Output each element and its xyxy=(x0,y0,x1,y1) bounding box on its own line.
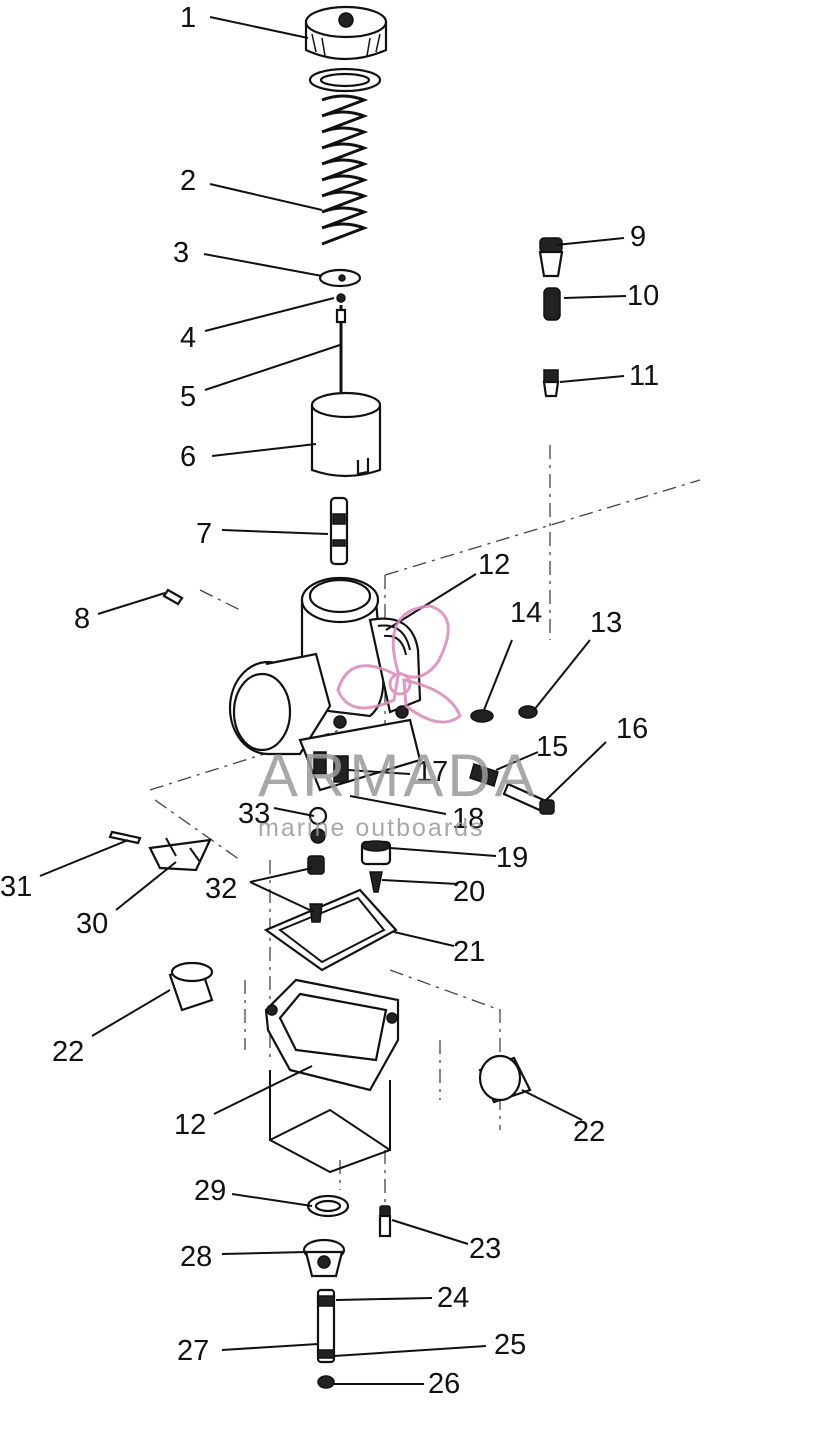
part-screw-23 xyxy=(378,1205,392,1238)
part-needle-jet xyxy=(329,496,349,566)
callout-8: 8 xyxy=(74,603,90,635)
part-carburetor-body xyxy=(228,576,422,844)
watermark-tagline: marine outboards xyxy=(258,814,485,842)
callout-32: 32 xyxy=(205,873,237,905)
part-pin xyxy=(162,588,184,606)
part-spring xyxy=(321,94,369,246)
part-plate xyxy=(318,268,362,288)
part-spring-15 xyxy=(469,763,499,787)
part-screw-13 xyxy=(518,705,538,719)
part-ring xyxy=(308,67,382,93)
callout-5: 5 xyxy=(180,381,196,413)
part-needle-valve-20 xyxy=(369,871,383,893)
callout-11: 11 xyxy=(629,360,659,392)
part-main-jet-24-25-27 xyxy=(316,1288,336,1364)
callout-9: 9 xyxy=(630,221,646,253)
callout-6: 6 xyxy=(180,441,196,473)
callout-labels: 1 2 3 4 5 6 7 8 9 10 11 12 13 14 15 16 1… xyxy=(0,2,659,1400)
watermark-propeller-logo xyxy=(336,604,462,724)
part-pin-31 xyxy=(108,830,142,845)
watermark: ARMADA marine outboards xyxy=(258,604,539,842)
part-spring-10 xyxy=(543,287,561,321)
part-cap xyxy=(304,5,388,61)
callout-31: 31 xyxy=(0,871,32,903)
callout-25: 25 xyxy=(494,1329,526,1361)
callout-24: 24 xyxy=(437,1282,469,1314)
part-jet-cap-26 xyxy=(317,1375,335,1389)
part-washer-14 xyxy=(470,709,494,723)
callout-2: 2 xyxy=(180,165,196,197)
callout-leader-lines xyxy=(39,16,627,1385)
callout-12-top: 12 xyxy=(478,549,510,581)
callout-33: 33 xyxy=(238,798,270,830)
callout-16: 16 xyxy=(616,713,648,745)
part-jet-32 xyxy=(307,855,325,923)
callout-12-bottom: 12 xyxy=(174,1109,206,1141)
callout-28: 28 xyxy=(180,1241,212,1273)
callout-13: 13 xyxy=(590,607,622,639)
callout-21: 21 xyxy=(453,936,485,968)
callout-20: 20 xyxy=(453,876,485,908)
callout-4: 4 xyxy=(180,322,196,354)
part-float-left xyxy=(168,961,214,1012)
callout-10: 10 xyxy=(627,280,659,312)
callout-7: 7 xyxy=(196,518,212,550)
callout-22-right: 22 xyxy=(573,1116,605,1148)
callout-14: 14 xyxy=(510,597,542,629)
part-gasket-21 xyxy=(263,888,398,972)
part-holder-28 xyxy=(302,1238,346,1278)
callout-15: 15 xyxy=(536,731,568,763)
callout-22-left: 22 xyxy=(52,1036,84,1068)
callout-18: 18 xyxy=(452,803,484,835)
callout-26: 26 xyxy=(428,1368,460,1400)
part-throttle-slide xyxy=(310,391,382,478)
callout-1: 1 xyxy=(180,2,196,34)
watermark-brand: ARMADA xyxy=(258,742,539,809)
part-float-right xyxy=(478,1054,532,1104)
part-fitting-9 xyxy=(538,237,564,278)
callout-3: 3 xyxy=(173,237,189,269)
callout-19: 19 xyxy=(496,842,528,874)
callout-17: 17 xyxy=(416,756,448,788)
part-float-valve-19 xyxy=(360,840,392,866)
part-screw-16 xyxy=(502,782,555,815)
part-needle xyxy=(335,293,347,392)
part-lever-30 xyxy=(148,837,212,872)
callout-27: 27 xyxy=(177,1335,209,1367)
part-float-bowl xyxy=(264,978,400,1174)
callout-29: 29 xyxy=(194,1175,226,1207)
part-nut-11 xyxy=(542,369,560,398)
callout-23: 23 xyxy=(469,1233,501,1265)
callout-30: 30 xyxy=(76,908,108,940)
part-ring-29 xyxy=(306,1194,350,1218)
